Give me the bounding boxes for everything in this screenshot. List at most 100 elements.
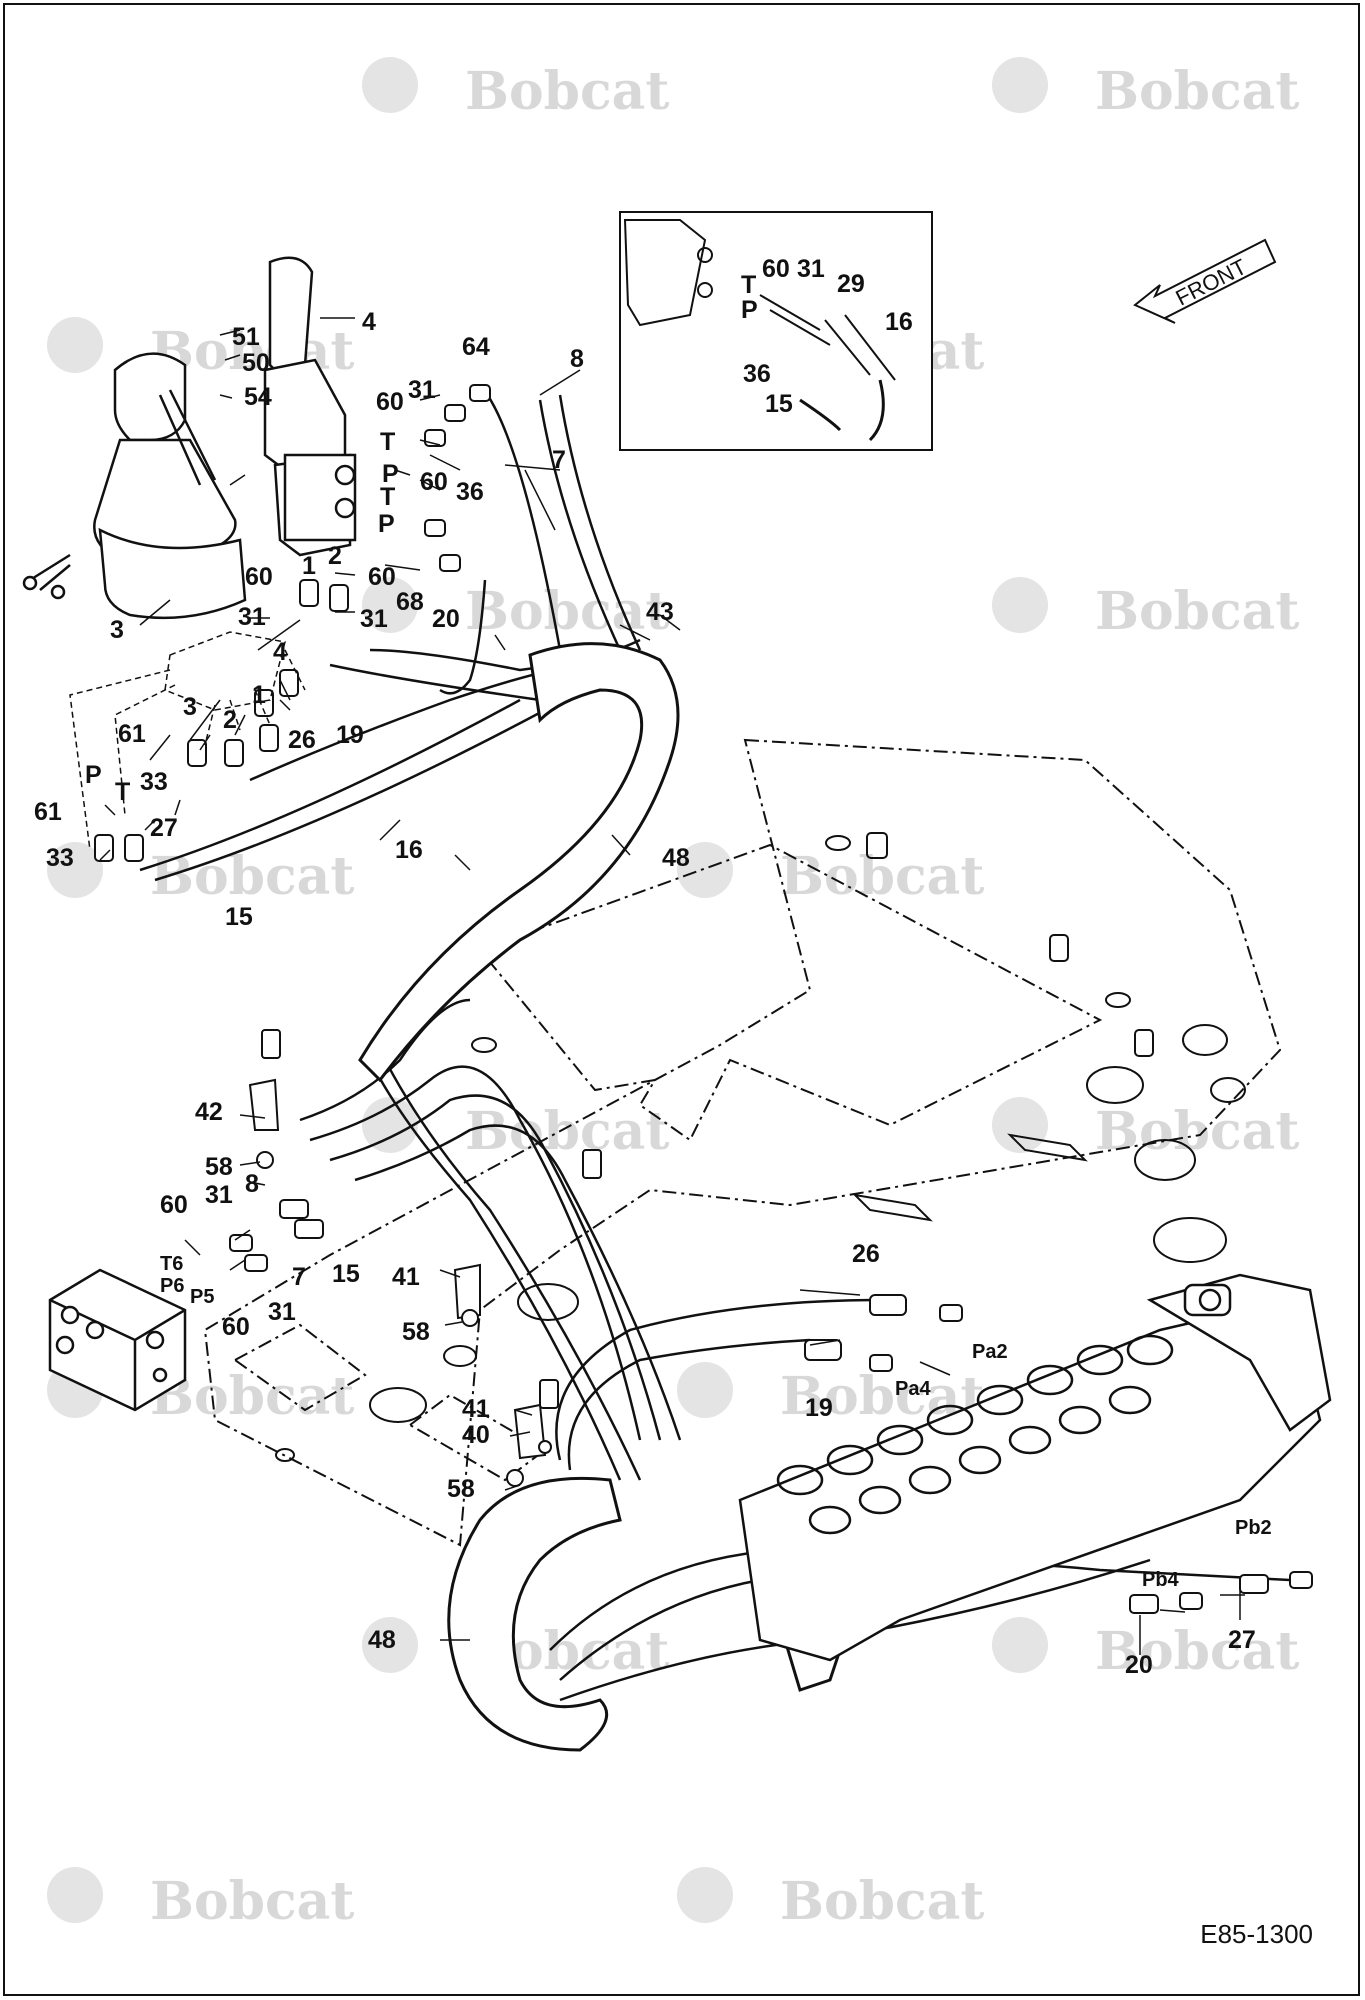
connector-plate [69, 631, 306, 851]
callout-1-a: 1 [302, 552, 316, 580]
callout-Pb2: Pb2 [1235, 1517, 1272, 1539]
callout-3-b: 3 [183, 693, 197, 721]
drawing-code: E85-1300 [1200, 1919, 1313, 1949]
svg-text:Bobcat: Bobcat [150, 846, 354, 907]
callout-42: 42 [195, 1098, 223, 1126]
callout-58-a: 58 [205, 1153, 233, 1181]
callout-T6: T6 [160, 1253, 183, 1275]
svg-text:Bobcat: Bobcat [1095, 1101, 1299, 1162]
callouts: 51 50 54 4 3 64 8 31 60 T P T P 60 36 7 … [34, 255, 1272, 1679]
callout-31-right: 31 [360, 605, 388, 633]
page-border [3, 3, 1360, 1996]
callout-31-top: 31 [408, 376, 436, 404]
callout-15-bottom: 15 [332, 1260, 360, 1288]
callout-31-b: 31 [205, 1181, 233, 1209]
watermark-layer: Bobcat Bobcat Bobcat Bobcat Bobcat Bobca… [47, 57, 1299, 1932]
callout-20-top: 20 [432, 605, 460, 633]
callout-T-3: T [115, 778, 130, 806]
callout-54: 54 [244, 383, 272, 411]
callout-60-c: 60 [222, 1313, 250, 1341]
svg-text:Bobcat: Bobcat [150, 1871, 354, 1932]
callout-P-3: P [85, 761, 102, 789]
callout-2-b: 2 [223, 706, 237, 734]
callout-4-b: 4 [273, 638, 287, 666]
callout-19-top: 19 [336, 721, 364, 749]
callout-16-inset: 16 [885, 308, 913, 336]
callout-2-a: 2 [328, 542, 342, 570]
callout-31-left: 31 [238, 603, 266, 631]
callout-26-top: 26 [288, 726, 316, 754]
callout-P5: P5 [190, 1286, 214, 1308]
callout-16: 16 [395, 836, 423, 864]
floor-plate-holes [275, 832, 1246, 1462]
callout-31-inset: 31 [797, 255, 825, 283]
callout-19-bottom: 19 [805, 1394, 833, 1422]
callout-61-a: 61 [118, 720, 146, 748]
callout-33-a: 33 [140, 768, 168, 796]
svg-text:Bobcat: Bobcat [780, 1871, 984, 1932]
svg-text:Bobcat: Bobcat [465, 1101, 669, 1162]
callout-3: 3 [110, 616, 124, 644]
callout-7-top: 7 [552, 446, 566, 474]
front-arrow: FRONT [1133, 238, 1277, 324]
svg-text:Bobcat: Bobcat [1095, 61, 1299, 122]
callout-26-bottom: 26 [852, 1240, 880, 1268]
callout-41-a: 41 [392, 1263, 420, 1291]
callout-1-b: 1 [252, 681, 266, 709]
callout-51: 51 [232, 323, 260, 351]
callout-41-b: 41 [462, 1395, 490, 1423]
callout-27-top: 27 [150, 814, 178, 842]
svg-text:FRONT: FRONT [1172, 254, 1251, 311]
callout-20-bottom: 20 [1125, 1651, 1153, 1679]
callout-P-inset: P [741, 296, 758, 324]
callout-58-b: 58 [402, 1318, 430, 1346]
callout-Pa4: Pa4 [895, 1378, 931, 1400]
callout-8-top: 8 [570, 345, 584, 373]
callout-48-top: 48 [662, 844, 690, 872]
callout-29-inset: 29 [837, 270, 865, 298]
callout-60-b: 60 [160, 1191, 188, 1219]
callout-T-1: T [380, 428, 395, 456]
callout-P-2: P [378, 510, 395, 538]
callout-64: 64 [462, 333, 490, 361]
callout-50: 50 [242, 349, 270, 377]
callout-33-b: 33 [46, 844, 74, 872]
callout-60-top: 60 [376, 388, 404, 416]
svg-text:Bobcat: Bobcat [780, 846, 984, 907]
manifold-block [48, 1268, 187, 1412]
fittings [94, 384, 1313, 1614]
leader-lines [99, 317, 1245, 1655]
callout-40: 40 [462, 1421, 490, 1449]
callout-7-bottom: 7 [292, 1263, 306, 1291]
callout-48-bottom: 48 [368, 1626, 396, 1654]
callout-60-right: 60 [368, 563, 396, 591]
callout-36: 36 [456, 478, 484, 506]
callout-36-inset: 36 [743, 360, 771, 388]
callout-31-c: 31 [268, 1298, 296, 1326]
callout-58-c: 58 [447, 1475, 475, 1503]
callout-8-bottom: 8 [245, 1170, 259, 1198]
callout-61-b: 61 [34, 798, 62, 826]
callout-T-2: T [380, 483, 395, 511]
callout-60-left: 60 [245, 563, 273, 591]
right-joystick [263, 256, 357, 557]
control-valve [738, 1273, 1332, 1662]
svg-text:Bobcat: Bobcat [465, 581, 669, 642]
left-joystick [22, 352, 247, 620]
callout-68: 68 [396, 588, 424, 616]
svg-text:Bobcat: Bobcat [465, 61, 669, 122]
sleeve-43 [358, 642, 680, 1083]
inset-detail [619, 211, 933, 451]
callout-60-inset: 60 [762, 255, 790, 283]
callout-P-1: P [382, 460, 399, 488]
callout-43: 43 [646, 598, 674, 626]
callout-15-top: 15 [225, 903, 253, 931]
callout-T-inset: T [741, 271, 756, 299]
svg-text:Bobcat: Bobcat [1095, 581, 1299, 642]
callout-15-inset: 15 [765, 390, 793, 418]
callout-27-bottom: 27 [1228, 1626, 1256, 1654]
callout-Pa2: Pa2 [972, 1341, 1008, 1363]
callout-P6: P6 [160, 1275, 184, 1297]
